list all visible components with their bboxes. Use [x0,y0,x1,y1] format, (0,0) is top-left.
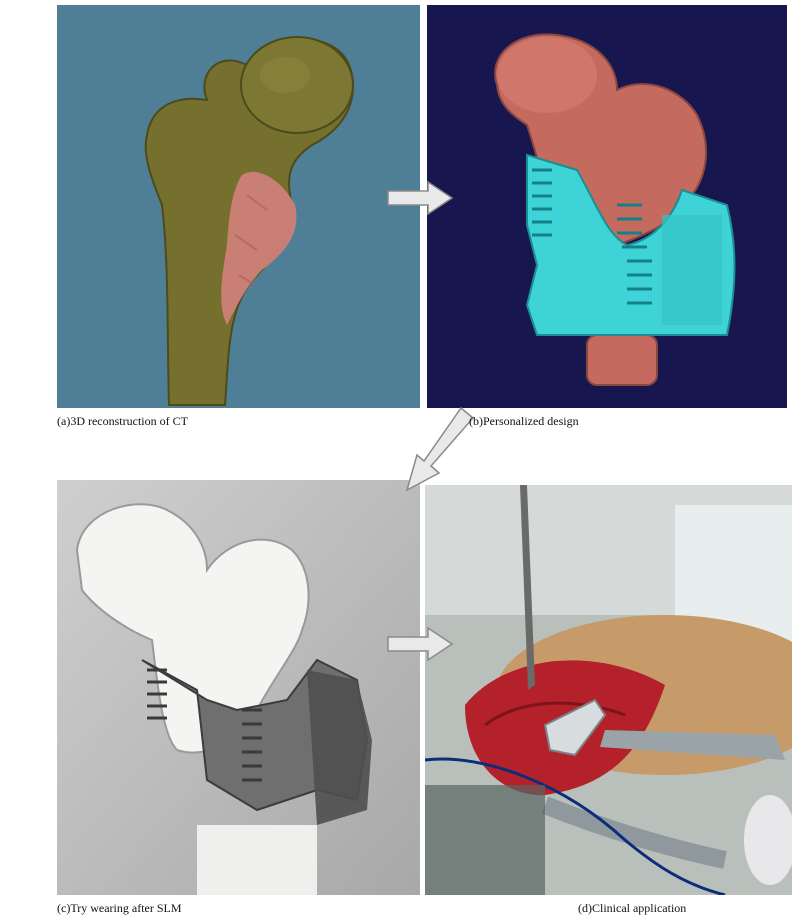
caption-c: (c)Try wearing after SLM [57,901,182,916]
arrow-c-to-d [386,626,454,662]
caption-a: (a)3D reconstruction of CT [57,414,188,429]
personalized-design-image [427,5,787,408]
panel-a-ct-reconstruction [57,5,420,408]
caption-b: (b)Personalized design [469,414,579,429]
slm-try-wearing-image [57,480,420,895]
arrow-a-to-b [386,180,454,216]
ct-reconstruction-image [57,5,420,408]
arrow-b-to-c [403,404,475,492]
clinical-application-image [425,485,792,895]
caption-d: (d)Clinical application [578,901,686,916]
panel-c-slm-try-wearing [57,480,420,895]
panel-b-personalized-design [427,5,787,408]
panel-d-clinical-application [425,485,792,895]
